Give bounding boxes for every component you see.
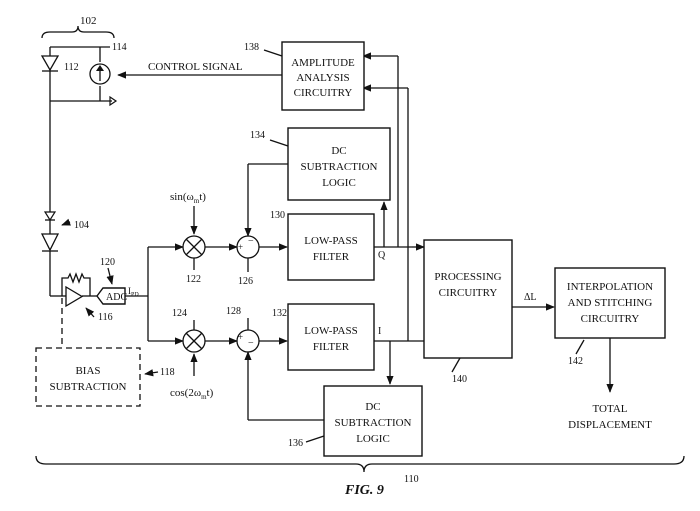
- plus-top: +: [238, 242, 243, 252]
- amp-line-3: CIRCUITRY: [294, 87, 353, 99]
- ref-114: 114: [112, 42, 127, 53]
- transimpedance-amplifier-icon: [61, 272, 91, 308]
- ref-102: 102: [80, 15, 97, 27]
- cos-mixer-label: cos(2ωmt): [170, 387, 214, 401]
- brace-110: [35, 455, 685, 473]
- ref-118: 118: [160, 367, 175, 378]
- lpf-top-line-1: LOW-PASS: [304, 235, 357, 247]
- ref-116: 116: [98, 312, 113, 323]
- control-signal-label: CONTROL SIGNAL: [148, 61, 243, 73]
- photodiode-icon: [40, 233, 60, 252]
- dc-subtraction-top-block: [287, 127, 391, 201]
- interp-line-2: AND STITCHING: [568, 297, 653, 309]
- amp-line-2: ANALYSIS: [296, 72, 349, 84]
- ref-112: 112: [64, 62, 79, 73]
- brace-102: [41, 25, 115, 39]
- adc-label: ADC: [106, 292, 127, 303]
- amp-line-1: AMPLITUDE: [291, 57, 355, 69]
- ref-140: 140: [452, 374, 467, 385]
- ipd-label: IPD: [128, 286, 139, 298]
- i-label: I: [378, 326, 381, 337]
- interp-line-3: CIRCUITRY: [581, 313, 640, 325]
- figure-title: FIG. 9: [344, 483, 384, 498]
- ref-142: 142: [568, 356, 583, 367]
- lpf-top-line-2: FILTER: [313, 251, 350, 263]
- proc-line-2: CIRCUITRY: [439, 287, 498, 299]
- dc-top-line-1: DC: [331, 145, 346, 157]
- laser-diode-icon: [40, 55, 60, 72]
- laser-unit: 102 112 114 104: [40, 15, 139, 323]
- minus-top: −: [248, 236, 254, 247]
- ref-126: 126: [238, 276, 253, 287]
- current-source-icon: [89, 63, 111, 85]
- ref-132: 132: [272, 308, 287, 319]
- output-arrowhead-icon: [109, 95, 118, 107]
- interp-line-1: INTERPOLATION: [567, 281, 653, 293]
- ref-138: 138: [244, 42, 259, 53]
- q-label: Q: [378, 250, 386, 261]
- minus-bottom: −: [248, 338, 254, 349]
- lowpass-filter-top: [287, 213, 375, 281]
- dc-top-line-2: SUBTRACTION: [300, 161, 377, 173]
- ref-110: 110: [404, 474, 419, 485]
- ref-130: 130: [270, 210, 285, 221]
- total-line-2: DISPLACEMENT: [568, 419, 652, 431]
- ref-134: 134: [250, 130, 265, 141]
- lpf-bottom-line-1: LOW-PASS: [304, 325, 357, 337]
- bias-line-1: BIAS: [75, 365, 100, 377]
- ref-120: 120: [100, 257, 115, 268]
- ref-124: 124: [172, 308, 187, 319]
- interpolation-stitching-block: [554, 267, 666, 339]
- total-line-1: TOTAL: [593, 403, 628, 415]
- dc-bottom-line-2: SUBTRACTION: [334, 417, 411, 429]
- small-diode-icon: [43, 211, 57, 222]
- amplitude-analysis-block: [281, 41, 365, 111]
- bias-subtraction-block: [35, 347, 141, 407]
- mixer-sin: [182, 235, 206, 259]
- dc-subtraction-bottom-block: [323, 385, 423, 457]
- ref-122: 122: [186, 274, 201, 285]
- lpf-bottom-line-2: FILTER: [313, 341, 350, 353]
- proc-line-1: PROCESSING: [434, 271, 501, 283]
- ref-104: 104: [74, 220, 89, 231]
- bias-line-2: SUBTRACTION: [49, 381, 126, 393]
- plus-bottom: +: [238, 332, 243, 342]
- ref-128: 128: [226, 306, 241, 317]
- dc-bottom-line-1: DC: [365, 401, 380, 413]
- dc-top-line-3: LOGIC: [322, 177, 356, 189]
- ref-136: 136: [288, 438, 303, 449]
- sin-mixer-label: sin(ωmt): [170, 191, 206, 205]
- processing-circuitry-block: [423, 239, 513, 359]
- mixer-cos: [182, 329, 206, 353]
- lowpass-filter-bottom: [287, 303, 375, 371]
- dc-bottom-line-3: LOGIC: [356, 433, 390, 445]
- delta-l-label: ΔL: [524, 292, 537, 303]
